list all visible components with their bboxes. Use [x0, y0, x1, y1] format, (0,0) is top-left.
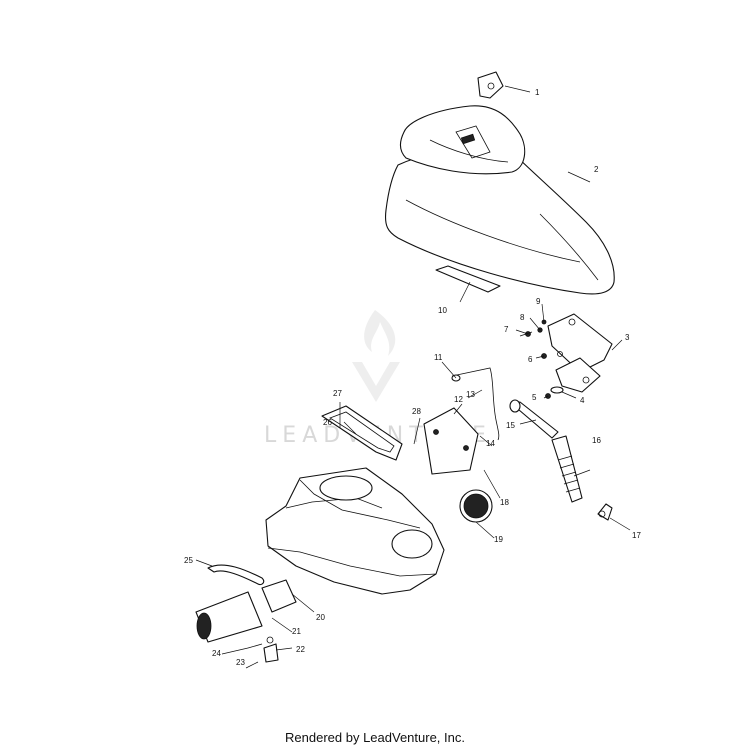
callout-18: 18 — [500, 498, 509, 507]
main-body — [265, 467, 445, 595]
callout-28: 28 — [412, 407, 421, 416]
callout-8: 8 — [520, 313, 525, 322]
callout-2: 2 — [594, 165, 599, 174]
callout-19: 19 — [494, 535, 503, 544]
footer-credit: Rendered by LeadVenture, Inc. — [285, 730, 465, 745]
part-15-strut — [509, 399, 559, 439]
part-3-bracket — [547, 313, 613, 393]
part-25-handle — [207, 564, 265, 586]
callout-7: 7 — [504, 325, 509, 334]
callout-24: 24 — [212, 649, 221, 658]
part-20-grip — [195, 579, 297, 643]
callout-1: 1 — [535, 88, 540, 97]
callout-3: 3 — [625, 333, 630, 342]
callout-22: 22 — [296, 645, 305, 654]
part-27-frame — [321, 405, 403, 461]
callout-15: 15 — [506, 421, 515, 430]
callout-20: 20 — [316, 613, 325, 622]
callout-25: 25 — [184, 556, 193, 565]
callout-11: 11 — [434, 353, 443, 362]
callout-23: 23 — [236, 658, 245, 667]
part-10-strip — [435, 265, 501, 293]
callout-16: 16 — [592, 436, 601, 445]
part-19-cap — [459, 489, 493, 523]
leader-lines — [195, 85, 631, 669]
part-16-spring — [551, 435, 583, 503]
part-2-hood — [384, 105, 615, 295]
watermark-logo — [352, 310, 400, 402]
callout-6: 6 — [528, 355, 533, 364]
callout-9: 9 — [536, 297, 541, 306]
callout-27: 27 — [333, 389, 342, 398]
callout-5: 5 — [532, 393, 537, 402]
callout-21: 21 — [292, 627, 301, 636]
part-17-clip — [597, 503, 613, 521]
callout-10: 10 — [438, 306, 447, 315]
callout-12: 12 — [454, 395, 463, 404]
callout-14: 14 — [486, 439, 495, 448]
callout-4: 4 — [580, 396, 585, 405]
part-13-plate — [423, 407, 479, 475]
part-1-tag — [477, 71, 504, 99]
callout-13: 13 — [466, 390, 475, 399]
callout-17: 17 — [632, 531, 641, 540]
callout-26: 26 — [323, 418, 332, 427]
part-23-latch — [247, 636, 279, 663]
callout-labels: 1 2 3 4 5 6 7 8 9 10 11 12 13 14 15 16 1… — [184, 88, 641, 667]
